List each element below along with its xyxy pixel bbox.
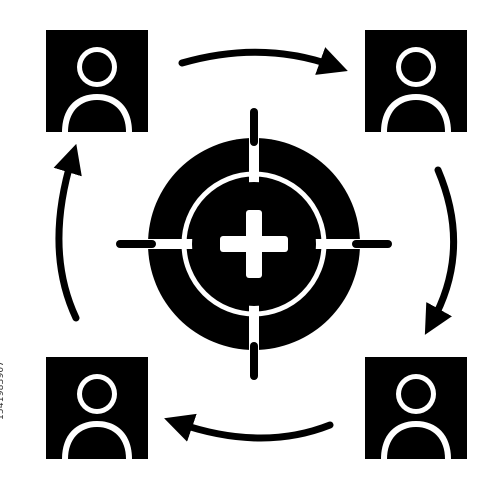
- person-icon-top-right: [365, 30, 467, 132]
- arrow-bottom-icon: [164, 413, 334, 442]
- arrow-top-icon: [178, 47, 348, 75]
- cycle-arrows: [53, 47, 458, 442]
- person-icon-bottom-left: [46, 357, 148, 459]
- arrow-right-icon: [424, 166, 458, 335]
- target-plus-icon: [116, 108, 392, 380]
- stock-id-label: 1541983907: [0, 360, 6, 420]
- person-icon-top-left: [46, 30, 148, 132]
- person-icon-bottom-right: [365, 357, 467, 459]
- arrow-left-icon: [53, 143, 82, 322]
